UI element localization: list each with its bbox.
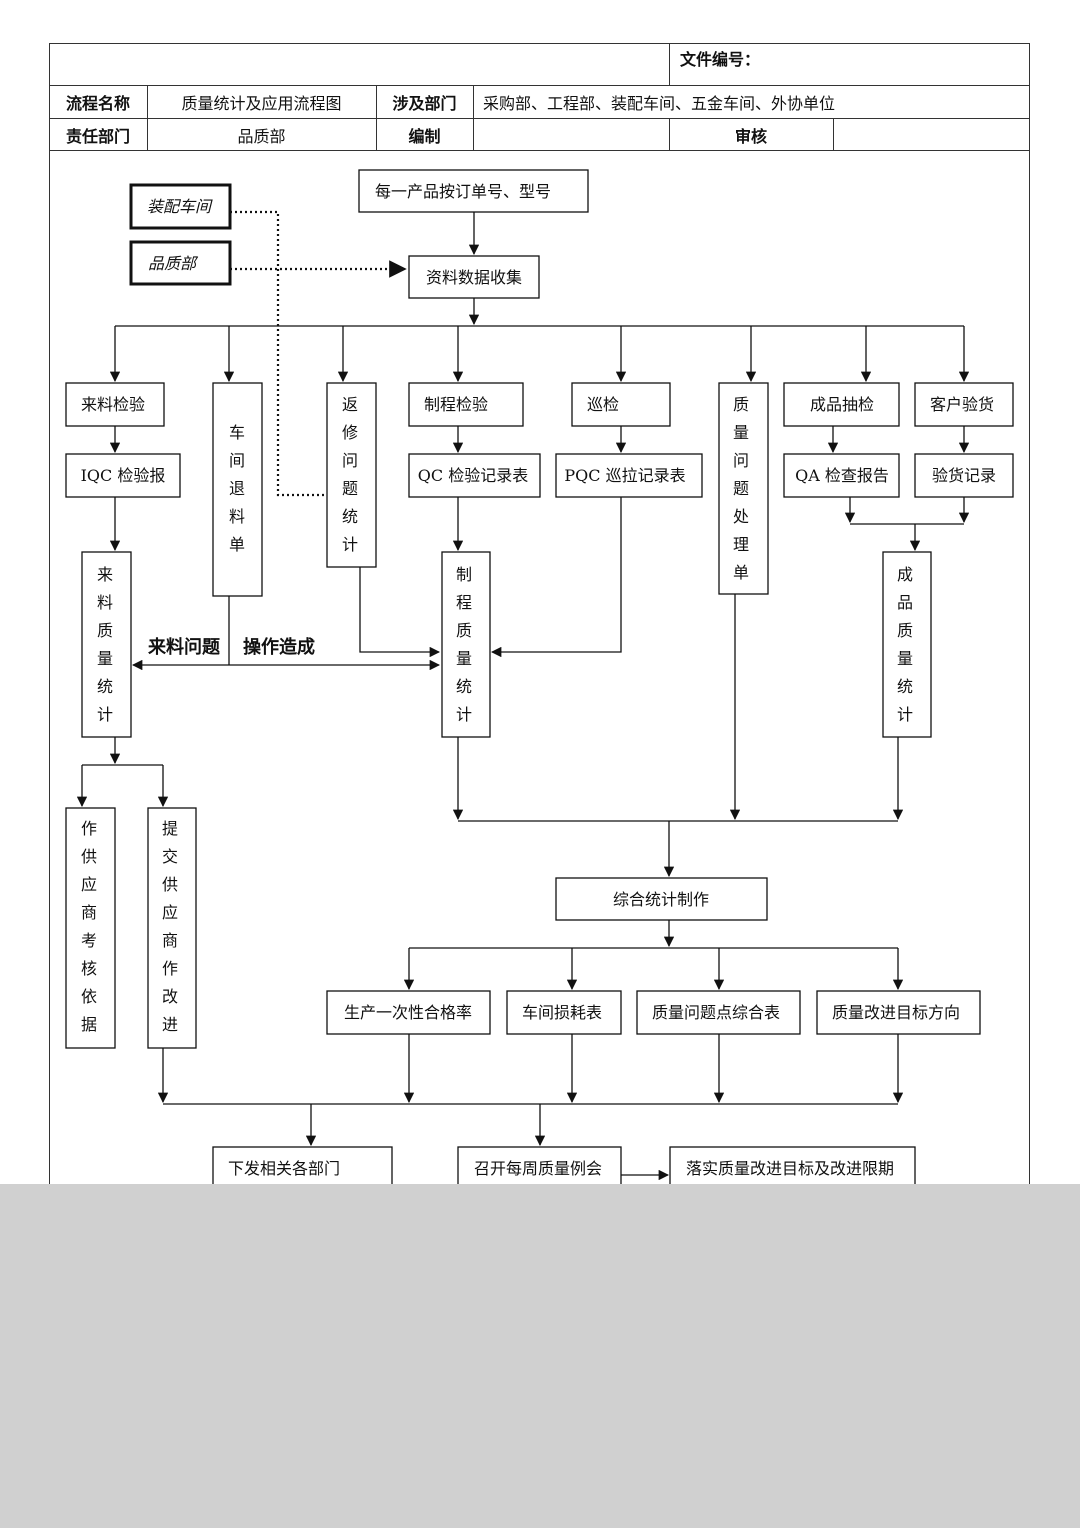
departments-value: 采购部、工程部、装配车间、五金车间、外协单位 <box>483 93 836 113</box>
patrol-label: 巡检 <box>587 395 619 414</box>
improve-direction-label: 质量改进目标方向 <box>832 1003 960 1022</box>
workshop-loss-label: 车间损耗表 <box>522 1003 602 1022</box>
quality-source-label: 品质部 <box>148 254 199 273</box>
acceptance-record-label: 验货记录 <box>932 466 996 485</box>
iqc-report-label: IQC 检验报 <box>81 466 166 485</box>
iqc-report-box: IQC 检验报 <box>65 453 181 498</box>
qc-record-label: QC 检验记录表 <box>418 466 528 485</box>
header-divider <box>669 118 670 151</box>
first-pass-rate-label: 生产一次性合格率 <box>344 1003 472 1022</box>
incoming-inspection-box: 来料检验 <box>65 382 165 427</box>
start-box: 每一产品按订单号、型号 <box>358 169 589 213</box>
process-quality-stat-box: 制程质量统计 <box>441 551 491 738</box>
customer-accept-box: 客户验货 <box>914 382 1014 427</box>
acceptance-record-box: 验货记录 <box>914 453 1014 498</box>
quality-source-box: 品质部 <box>129 240 232 286</box>
weekly-meeting-label: 召开每周质量例会 <box>474 1159 602 1178</box>
pqc-record-box: PQC 巡拉记录表 <box>555 453 703 498</box>
fp-quality-stat-label: 成品质量统计 <box>897 565 913 724</box>
quality-issue-sheet-box: 质量问题处理单 <box>718 382 769 595</box>
header-divider <box>147 85 148 151</box>
incoming-quality-stat-label: 来料质量统计 <box>97 565 113 724</box>
distribute-label: 下发相关各部门 <box>228 1159 340 1178</box>
fp-sampling-label: 成品抽检 <box>810 395 874 414</box>
rework-stat-label: 返修问题统计 <box>342 395 358 554</box>
qa-report-box: QA 检查报告 <box>783 453 900 498</box>
frame-left <box>49 151 50 1191</box>
start-box-label: 每一产品按订单号、型号 <box>375 182 551 201</box>
incoming-quality-stat-box: 来料质量统计 <box>81 551 132 738</box>
header-divider <box>473 85 474 151</box>
reviewer-label: 审核 <box>734 126 767 146</box>
qc-record-box: QC 检验记录表 <box>408 453 541 498</box>
process-name-label: 流程名称 <box>65 93 130 113</box>
fp-sampling-box: 成品抽检 <box>783 382 900 427</box>
supplier-eval-box: 作供应商考核依据 <box>65 807 116 1049</box>
issue-summary-label: 质量问题点综合表 <box>652 1003 780 1022</box>
header-divider <box>669 43 670 85</box>
assembly-source-box: 装配车间 <box>129 183 232 230</box>
incoming-inspection-label: 来料检验 <box>81 395 145 414</box>
compiler-label: 编制 <box>408 126 441 146</box>
file-number-label: 文件编号： <box>680 50 761 69</box>
summary-label: 综合统计制作 <box>613 890 709 909</box>
collect-box: 资料数据收集 <box>408 255 540 299</box>
responsible-dept-label: 责任部门 <box>65 126 130 146</box>
header-divider <box>376 85 377 151</box>
fp-quality-stat-box: 成品质量统计 <box>882 551 932 738</box>
collect-box-label: 资料数据收集 <box>426 268 522 287</box>
departments-label: 涉及部门 <box>392 93 457 113</box>
operation-cause-label: 操作造成 <box>243 636 315 658</box>
workshop-return-box: 车间退料单 <box>212 382 263 597</box>
process-name-value: 质量统计及应用流程图 <box>181 93 342 113</box>
supplier-improve-label: 提交供应商作改进 <box>162 819 178 1034</box>
dotted-connectors <box>230 210 407 497</box>
header-divider <box>49 118 1030 119</box>
supplier-eval-label: 作供应商考核依据 <box>81 819 97 1034</box>
qa-report-label: QA 检查报告 <box>795 466 889 485</box>
workshop-loss-box: 车间损耗表 <box>506 990 622 1035</box>
improve-direction-box: 质量改进目标方向 <box>816 990 981 1035</box>
patrol-box: 巡检 <box>571 382 671 427</box>
connector-lines <box>76 212 970 1181</box>
rework-stat-box: 返修问题统计 <box>326 382 377 568</box>
header-divider <box>49 85 1030 86</box>
material-issue-label: 来料问题 <box>147 636 221 658</box>
assembly-source-label: 装配车间 <box>147 197 213 216</box>
quality-issue-sheet-label: 质量问题处理单 <box>733 395 749 582</box>
gray-overlay <box>0 1184 1080 1528</box>
header-divider <box>833 118 834 151</box>
process-inspection-box: 制程检验 <box>408 382 524 427</box>
issue-summary-box: 质量问题点综合表 <box>636 990 801 1035</box>
frame-right <box>1029 151 1030 1191</box>
workshop-return-label: 车间退料单 <box>229 423 245 554</box>
summary-box: 综合统计制作 <box>555 877 768 921</box>
responsible-dept-value: 品质部 <box>237 126 286 146</box>
pqc-record-label: PQC 巡拉记录表 <box>564 466 685 485</box>
process-inspection-label: 制程检验 <box>424 395 488 414</box>
process-quality-stat-label: 制程质量统计 <box>456 565 472 724</box>
supplier-improve-box: 提交供应商作改进 <box>147 807 197 1049</box>
header-table <box>49 43 1030 151</box>
first-pass-rate-box: 生产一次性合格率 <box>326 990 491 1035</box>
implement-label: 落实质量改进目标及改进限期 <box>686 1159 894 1178</box>
customer-accept-label: 客户验货 <box>930 395 994 414</box>
